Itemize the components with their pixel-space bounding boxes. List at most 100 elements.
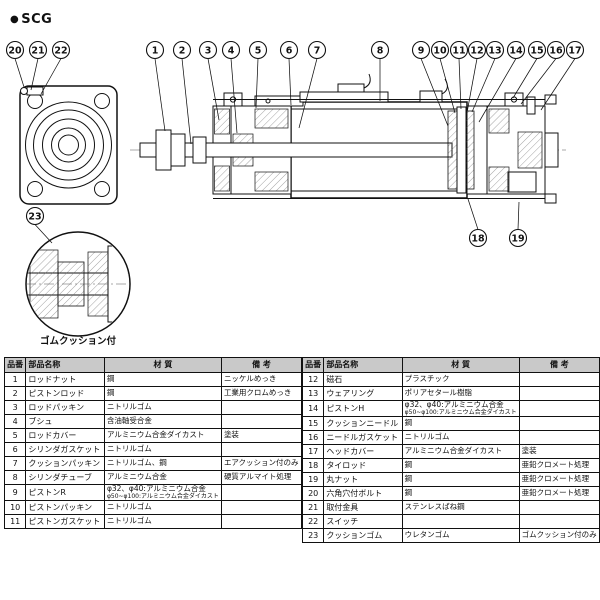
cushion-boss-stub — [544, 132, 559, 168]
part-material: アルミニウム合金ダイカスト — [103, 428, 222, 443]
part-material: プラスチック — [401, 372, 520, 387]
callout-balloon-2 — [172, 40, 192, 60]
callout-number-23: 23 — [28, 211, 41, 222]
callout-balloon-6 — [279, 40, 299, 60]
part-material: ステンレスばね鋼 — [401, 500, 520, 516]
callout-leader-16 — [520, 58, 557, 105]
part-name: スイッチ — [323, 514, 403, 530]
part-name: ピストンR — [25, 483, 105, 502]
part-note — [220, 442, 303, 457]
part-note: 亜鉛クロメート処理 — [518, 458, 600, 474]
callout-balloon-16 — [546, 40, 566, 60]
part-number: 2 — [3, 386, 27, 401]
part-name: タイロッド — [323, 458, 403, 474]
part-material: 含油軸受合金 — [103, 414, 222, 429]
col-header-material: 材 質 — [401, 357, 520, 373]
part-name: ニードルガスケット — [323, 430, 403, 446]
part-name: ヘッドカバー — [323, 444, 403, 460]
col-header-part-number: 品番 — [301, 357, 325, 373]
callout-number-17: 17 — [568, 45, 581, 56]
callout-number-2: 2 — [179, 45, 186, 56]
part-number: 9 — [3, 483, 27, 502]
part-number: 19 — [301, 472, 325, 488]
callout-leader-15 — [512, 58, 538, 99]
part-name: クッションゴム — [323, 528, 403, 544]
part-note — [518, 386, 600, 401]
part-number: 1 — [3, 372, 27, 387]
part-note — [518, 399, 600, 418]
part-name: シリンダチューブ — [25, 470, 105, 485]
callout-number-1: 1 — [152, 45, 159, 56]
part-material: ウレタンゴム — [401, 528, 520, 544]
callout-number-4: 4 — [228, 45, 235, 56]
callout-leader-18 — [467, 198, 479, 230]
part-number: 16 — [301, 430, 325, 446]
part-note — [220, 483, 303, 502]
part-number: 18 — [301, 458, 325, 474]
callout-number-15: 15 — [530, 45, 543, 56]
piston-rod — [139, 142, 453, 158]
bullet-icon: ● — [10, 14, 20, 25]
part-note: 塗装 — [220, 428, 303, 443]
cushion-boss — [517, 131, 543, 169]
part-material: アルミニウム合金 — [103, 470, 222, 485]
callout-balloon-4 — [221, 40, 241, 60]
part-note — [220, 400, 303, 415]
hex-socket-bolt-icon — [20, 87, 28, 95]
part-material: 鋼 — [103, 386, 222, 401]
part-number: 8 — [3, 470, 27, 485]
callout-balloon-22 — [51, 40, 71, 60]
callout-balloon-8 — [370, 40, 390, 60]
callout-leader-11 — [458, 58, 462, 110]
part-material: 鋼 — [103, 372, 222, 387]
part-note — [518, 500, 600, 516]
part-number: 13 — [301, 386, 325, 401]
callout-number-19: 19 — [511, 233, 524, 244]
callout-number-11: 11 — [452, 45, 465, 56]
callout-number-5: 5 — [255, 45, 262, 56]
part-material: ニトリルゴム — [103, 400, 222, 415]
part-note — [518, 514, 600, 530]
piston-r — [447, 110, 458, 190]
callout-balloon-5 — [248, 40, 268, 60]
part-name: 六角穴付ボルト — [323, 486, 403, 502]
rod-nut — [155, 129, 172, 171]
parts-table-header: 品番 部品名称 材 質 備 考 — [3, 357, 303, 373]
callout-leader-23 — [34, 224, 53, 244]
callout-leader-10 — [439, 58, 456, 114]
part-note: 硬質アルマイト処理 — [220, 470, 303, 485]
callout-leader-21 — [30, 58, 39, 91]
callout-balloon-15 — [527, 40, 547, 60]
callout-leader-22 — [40, 58, 62, 95]
part-name: ピストンガスケット — [25, 514, 105, 530]
callout-leader-19 — [517, 201, 520, 230]
callout-leader-13 — [471, 58, 496, 113]
detail-view-cushion: ゴムクッション付 — [25, 231, 131, 347]
piston-packing — [456, 106, 467, 194]
part-material: 鋼 — [401, 486, 520, 502]
callout-balloon-18 — [468, 228, 488, 248]
part-material: ニトリルゴム — [401, 430, 520, 446]
callout-number-20: 20 — [8, 45, 22, 56]
part-number: 14 — [301, 399, 325, 418]
part-note: ゴムクッション付のみ — [518, 528, 600, 544]
callout-balloon-10 — [430, 40, 450, 60]
callout-balloon-12 — [467, 40, 487, 60]
callout-balloon-14 — [506, 40, 526, 60]
callout-leader-2 — [181, 58, 192, 145]
part-name: ロッドカバー — [25, 428, 105, 443]
